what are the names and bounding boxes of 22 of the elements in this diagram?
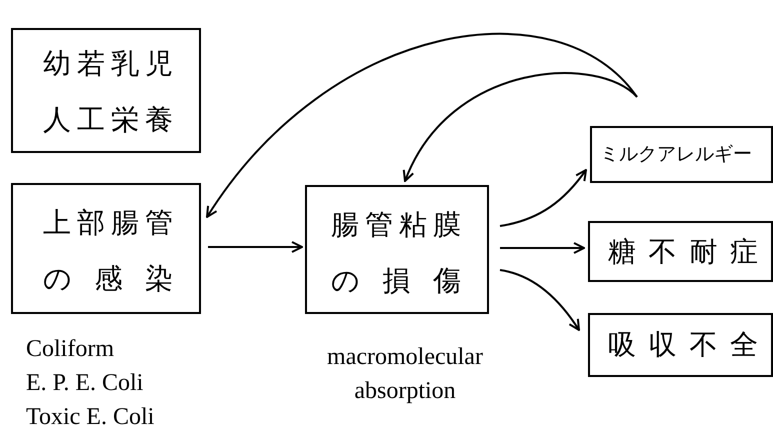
arrow — [206, 34, 638, 218]
caption-text: E. P. E. Coli — [26, 369, 144, 398]
caption-text: Toxic E. Coli — [26, 403, 156, 432]
arrow — [404, 72, 638, 182]
box-label: 腸管粘膜の損傷 — [331, 207, 461, 299]
arrow — [500, 169, 587, 227]
arrow — [500, 242, 585, 254]
caption-text: macromolecular absorption — [326, 343, 484, 406]
box-label: 吸収不全 — [608, 327, 758, 363]
box-label: ミルクアレルギー — [600, 142, 753, 167]
process-box — [305, 185, 489, 314]
process-box — [11, 28, 201, 153]
box-label: 上部腸管の感染 — [43, 205, 173, 297]
process-box — [588, 313, 773, 377]
caption-text: Coliform — [26, 335, 115, 364]
box-label: 糖不耐症 — [608, 234, 758, 270]
box-label: 幼若乳児人工栄養 — [43, 46, 173, 138]
arrow — [208, 241, 303, 253]
process-box — [590, 126, 773, 183]
process-box — [11, 183, 201, 314]
arrow — [500, 269, 580, 331]
process-box — [588, 221, 773, 282]
